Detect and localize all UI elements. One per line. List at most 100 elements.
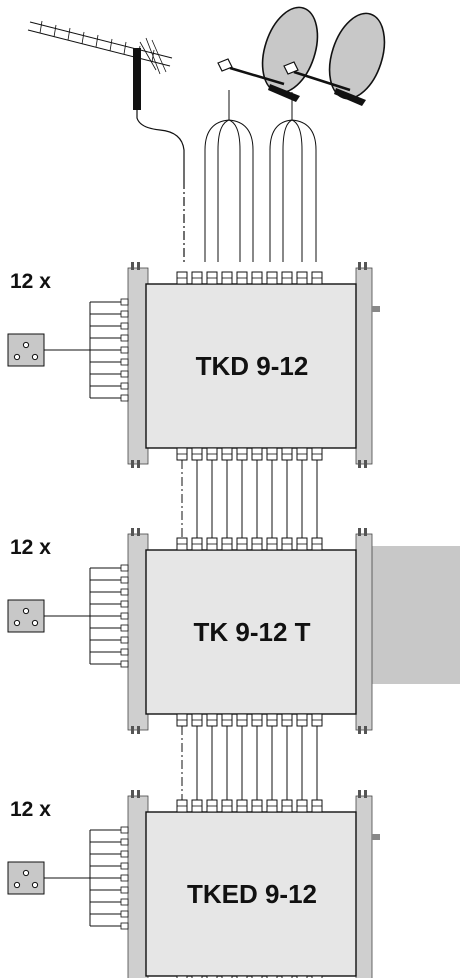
antenna-mast [133,48,141,110]
subscriber-port [120,322,129,330]
output-connector [296,975,308,978]
flange-tab [137,460,140,468]
subscriber-port [120,370,129,378]
antenna-cable [136,110,185,180]
socket-hole [31,881,39,889]
subscriber-port [120,310,129,318]
flange-tab [131,726,134,734]
subscriber-port [120,564,129,572]
subscriber-port [120,588,129,596]
flange-tab [358,460,361,468]
output-count-label: 12 x [10,536,51,559]
switch-housing [145,549,357,715]
model-label: TKED 9-12 [187,879,317,909]
flange-tab [131,460,134,468]
flange-tab [358,528,361,536]
subscriber-port [120,922,129,930]
switch-housing [145,283,357,449]
lnb-cable-bundle [204,119,317,262]
output-count-label: 12 x [10,798,51,821]
units-layer: 12 x TKD 9-12 12 x TK 9-12 T 12 x TKED 9-12 [7,262,460,978]
socket-hole [22,341,30,349]
wall-socket-icon [7,599,45,633]
mounting-flange-left [127,795,149,978]
output-connector [281,975,293,978]
socket-hole [13,619,21,627]
flange-tab [131,790,134,798]
subscriber-port [120,886,129,894]
output-count-label: 12 x [10,270,51,293]
multiswitch-unit: 12 x TK 9-12 T [7,528,460,800]
flange-tab [358,726,361,734]
subscriber-port [120,346,129,354]
output-connector [236,975,248,978]
subscriber-port [120,898,129,906]
socket-hole [22,607,30,615]
flange-tab [364,528,367,536]
wall-socket-icon [7,861,45,895]
subscriber-port [120,624,129,632]
satellite-dish-icon [217,6,319,102]
subscriber-port [120,612,129,620]
socket-plate [7,861,45,895]
socket-hole [31,353,39,361]
multiswitch-unit: 12 x TKD 9-12 [7,262,380,538]
subscriber-port [120,648,129,656]
mounting-flange-right [355,267,373,465]
socket-plate [7,333,45,367]
mounting-flange-right [355,795,373,978]
flange-tab [364,460,367,468]
subscriber-port [120,862,129,870]
socket-hole [13,881,21,889]
status-led [372,834,380,840]
mounting-flange-right [355,533,373,731]
output-connector [251,975,263,978]
flange-tab [137,262,140,270]
socket-plate [7,599,45,633]
socket-hole [13,353,21,361]
output-connector [206,975,218,978]
subscriber-port [120,838,129,846]
subscriber-port [120,576,129,584]
subscriber-port [120,334,129,342]
output-connector [266,975,278,978]
multiswitch-unit: 12 x TKED 9-12 [7,790,380,978]
subscriber-port [120,394,129,402]
socket-hole [31,619,39,627]
mounting-flange-left [127,267,149,465]
flange-tab [137,790,140,798]
flange-tab [364,790,367,798]
model-label: TK 9-12 T [193,617,310,647]
output-connector [221,975,233,978]
subscriber-port [120,850,129,858]
flange-tab [131,262,134,270]
subscriber-port [120,382,129,390]
flange-tab [131,528,134,536]
subscriber-port [120,910,129,918]
subscriber-port [120,660,129,668]
flange-tab [137,528,140,536]
mounting-flange-left [127,533,149,731]
terrestrial-antenna-icon [27,20,173,75]
flange-tab [364,262,367,270]
model-label: TKD 9-12 [196,351,309,381]
output-connector [191,975,203,978]
wall-socket-icon [7,333,45,367]
side-module [368,546,460,684]
subscriber-port [120,358,129,366]
flange-tab [358,262,361,270]
satellite-dish-icon [283,12,386,106]
subscriber-port [120,600,129,608]
flange-tab [364,726,367,734]
subscriber-port [120,826,129,834]
flange-tab [137,726,140,734]
flange-tab [358,790,361,798]
output-connector [311,975,323,978]
output-connector [176,975,188,978]
subscriber-port [120,636,129,644]
subscriber-port [120,298,129,306]
status-led [372,306,380,312]
socket-hole [22,869,30,877]
subscriber-port [120,874,129,882]
